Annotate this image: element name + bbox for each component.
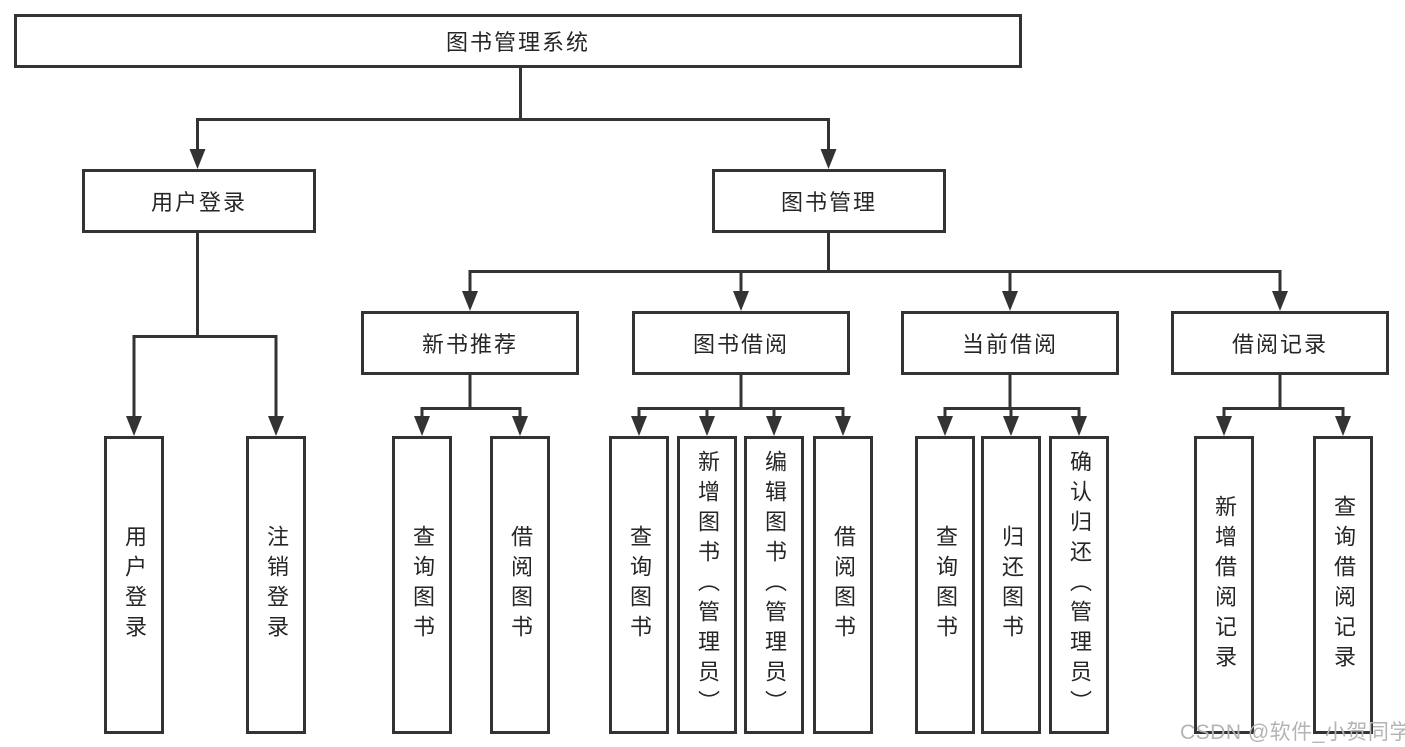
leaf-borrow-books: 借阅图书 [813,436,873,734]
node-label: 确认归还（管理员） [1067,450,1092,720]
node-user-login: 用户登录 [82,169,316,233]
csdn-watermark: CSDN @软件_小贺同学 [1180,721,1405,744]
node-new-book-recommendation: 新书推荐 [361,311,579,375]
leaf-edit-books-admin: 编辑图书（管理员） [744,436,804,734]
node-label: 新书推荐 [421,332,518,357]
node-label: 新增图书（管理员） [695,450,720,720]
node-label: 当前借阅 [961,332,1058,357]
node-label: 用户登录 [150,190,247,215]
leaf-logout: 注销登录 [246,436,306,734]
node-library-management-system: 图书管理系统 [14,14,1022,68]
node-label: 图书借阅 [692,332,789,357]
leaf-confirm-return-admin: 确认归还（管理员） [1049,436,1109,734]
leaf-query-books: 查询图书 [392,436,452,734]
node-book-borrowing: 图书借阅 [632,311,850,375]
connector-arrowheads [126,149,1351,436]
node-label: 借阅记录 [1231,332,1328,357]
leaf-query-borrow-record: 查询借阅记录 [1313,436,1373,734]
node-label: 查询图书 [627,525,652,645]
node-label: 注销登录 [264,525,289,645]
node-label: 编辑图书（管理员） [762,450,787,720]
node-label: 图书管理系统 [445,30,590,55]
leaf-user-login: 用户登录 [104,436,164,734]
leaf-add-books-admin: 新增图书（管理员） [677,436,737,734]
node-label: 借阅图书 [508,525,533,645]
node-label: 图书管理 [780,190,877,215]
node-label: 查询图书 [933,525,958,645]
node-label: 借阅图书 [831,525,856,645]
node-label: 归还图书 [999,525,1024,645]
node-label: 用户登录 [122,525,147,645]
leaf-query-books: 查询图书 [915,436,975,734]
node-label: 新增借阅记录 [1212,495,1237,675]
leaf-borrow-books: 借阅图书 [490,436,550,734]
node-current-borrowing: 当前借阅 [901,311,1119,375]
leaf-add-borrow-record: 新增借阅记录 [1194,436,1254,734]
leaf-return-books: 归还图书 [981,436,1041,734]
connector-lines [132,68,1345,417]
node-label: 查询借阅记录 [1331,495,1356,675]
leaf-query-books: 查询图书 [609,436,669,734]
node-book-management: 图书管理 [712,169,946,233]
node-label: 查询图书 [410,525,435,645]
node-borrowing-records: 借阅记录 [1171,311,1389,375]
